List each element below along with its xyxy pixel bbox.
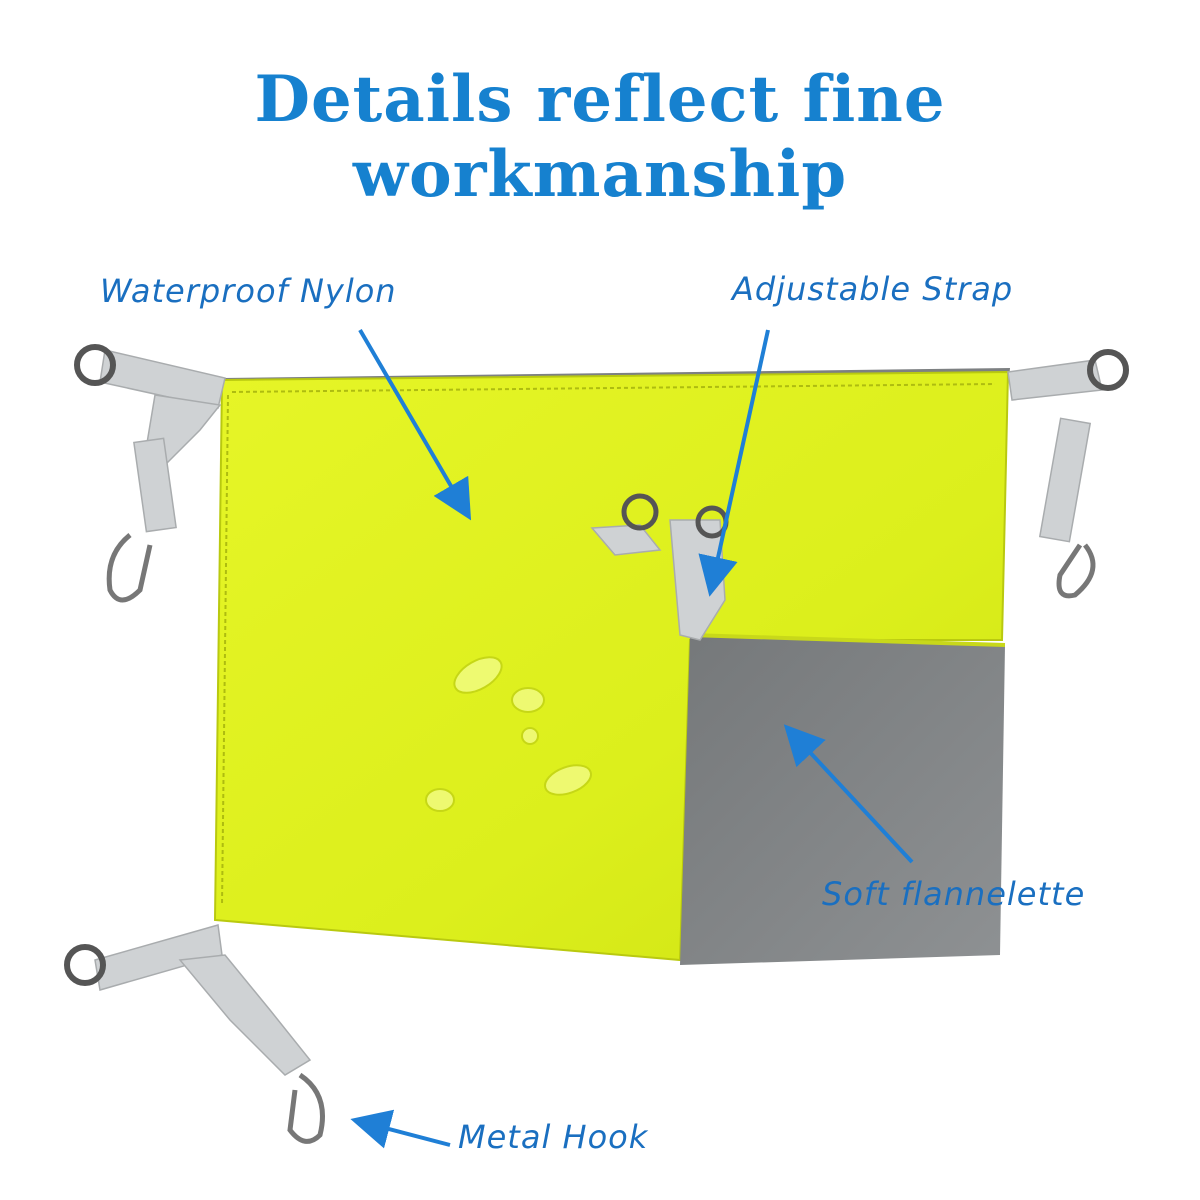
arrow-nylon bbox=[358, 328, 472, 521]
arrow-hook bbox=[350, 1109, 451, 1149]
water-droplets bbox=[425, 656, 592, 812]
label-adjustable-strap: Adjustable Strap bbox=[732, 270, 1014, 308]
metal-hook bbox=[106, 533, 153, 603]
stitch-line bbox=[231, 383, 996, 393]
d-ring bbox=[64, 944, 106, 986]
strap-middle bbox=[590, 519, 726, 641]
flannel-fold-edge bbox=[689, 633, 1006, 647]
page-title: Details reflect fine workmanship bbox=[254, 62, 946, 212]
flannel-panel bbox=[680, 635, 1005, 965]
label-waterproof-nylon: Waterproof Nylon bbox=[100, 272, 397, 310]
d-ring bbox=[74, 344, 116, 386]
metal-hook bbox=[1056, 543, 1096, 599]
stitch-line bbox=[221, 394, 229, 906]
d-ring bbox=[1087, 349, 1129, 391]
strap-top-right bbox=[1007, 359, 1103, 543]
arrow-flannel bbox=[783, 724, 914, 864]
arrow-strap bbox=[698, 329, 770, 597]
metal-hook bbox=[287, 1072, 325, 1144]
d-ring bbox=[621, 493, 659, 531]
strap-bottom-left bbox=[94, 924, 312, 1076]
label-soft-flannelette: Soft flannelette bbox=[822, 875, 1086, 913]
label-metal-hook: Metal Hook bbox=[458, 1118, 649, 1156]
strap-top-left bbox=[99, 349, 226, 533]
